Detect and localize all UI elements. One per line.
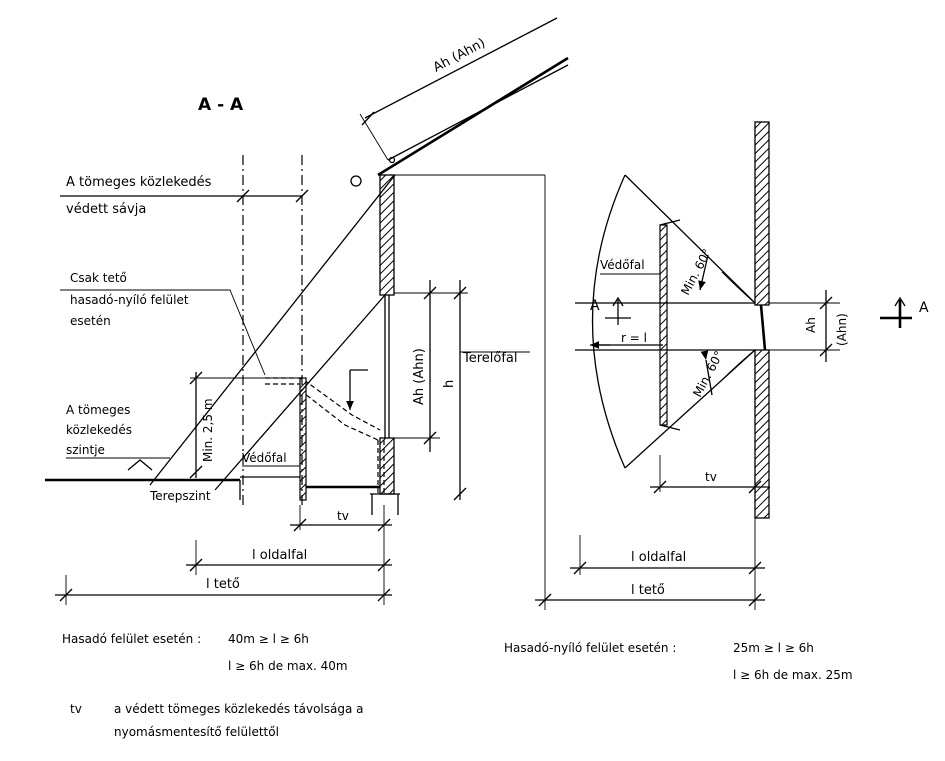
plan-protective-wall	[659, 224, 668, 426]
l-side-label: l oldalfal	[252, 548, 307, 563]
min-height-label: Min. 2,5 m	[201, 398, 215, 462]
plan-building-wall-lower	[754, 349, 770, 519]
building-wall-lower	[379, 437, 395, 495]
radius-label: r = l	[621, 331, 647, 345]
plan-area-label: Ah	[804, 317, 818, 333]
section-arrow-right-icon	[894, 296, 906, 307]
tv-symbol: tv	[70, 702, 82, 716]
opening-tick-top	[423, 286, 437, 300]
right-condition: Hasadó-nyíló felület esetén :	[504, 641, 676, 655]
angle-line-top	[624, 174, 756, 304]
section-marker-left: A	[590, 298, 600, 314]
traffic-level-line-3: szintje	[66, 443, 105, 457]
roof-line	[377, 56, 569, 177]
traffic-level-line-1: A tömeges	[66, 403, 130, 417]
angle-arrow-top	[698, 254, 709, 291]
left-rule-2: l ≥ 6h de max. 40m	[228, 659, 348, 673]
notes: Hasadó felület esetén : 40m ≥ l ≥ 6h l ≥…	[62, 632, 853, 739]
plan-tv-tick-left	[653, 480, 667, 494]
roof-hinge-icon	[388, 156, 396, 164]
protective-wall-left	[299, 377, 307, 501]
opening-tick-bottom	[423, 431, 437, 445]
roof-dimension-tick	[361, 111, 375, 126]
tv-tick-left	[293, 518, 307, 532]
plan-view: Védőfal Min. 60° Min. 60° r = l A Ah (Ah…	[535, 121, 929, 610]
left-rule-1: 40m ≥ l ≥ 6h	[228, 632, 309, 646]
lane-tick-right	[295, 189, 309, 203]
tv-label: tv	[337, 509, 349, 523]
protected-lane-line-1: A tömeges közlekedés	[66, 175, 212, 190]
ground-level-label: Terepszint	[149, 489, 211, 503]
building-wall-upper	[379, 174, 395, 296]
plan-l-roof-tick-left	[538, 593, 552, 607]
h-tick-top	[453, 286, 467, 300]
angle-arc-bottom	[721, 349, 756, 381]
plan-area-sub-label: (Ahn)	[835, 313, 849, 346]
protected-lane-line-2: védett sávja	[66, 202, 146, 217]
deflector-wall-outline	[299, 389, 379, 441]
roof-only-leader	[60, 289, 266, 376]
h-label: h	[442, 380, 457, 388]
l-side-tick-left	[189, 558, 203, 572]
right-rule-1: 25m ≥ l ≥ 6h	[733, 641, 814, 655]
deflector-wall-outline-inner	[303, 379, 381, 431]
roof-dimension-extension	[359, 113, 389, 161]
plan-building-wall-upper	[754, 121, 770, 306]
angle-line-bottom	[624, 349, 756, 469]
plan-l-roof-tick-right	[748, 593, 762, 607]
roof-dimension-line	[364, 17, 558, 119]
plan-opening-tick-top	[819, 296, 833, 310]
right-rule-2: l ≥ 6h de max. 25m	[733, 668, 853, 682]
angle-arc-top	[721, 271, 756, 304]
traffic-level-line-2: közlekedés	[66, 423, 132, 437]
l-roof-tick-right	[377, 588, 391, 602]
tv-tick-right	[377, 518, 391, 532]
plan-vent-panel	[759, 304, 767, 351]
lane-tick-left	[236, 189, 250, 203]
roof-only-line-1: Csak tető	[70, 271, 127, 285]
plan-protective-wall-label: Védőfal	[600, 258, 645, 272]
min-angle-top-label: Min. 60°	[678, 247, 714, 298]
plan-l-side-label: l oldalfal	[631, 550, 686, 565]
section-arrow-left-icon	[612, 296, 624, 307]
roof-line-upper	[387, 64, 569, 161]
plan-l-side-tick-right	[748, 561, 762, 575]
plan-l-side-tick-left	[573, 561, 587, 575]
section-marker-right: A	[919, 300, 929, 316]
radius-arc	[591, 174, 626, 469]
h-tick-bottom	[453, 487, 467, 501]
sightline-wall	[214, 294, 386, 491]
min-height-tick-bottom	[189, 465, 203, 479]
roof-only-line-2: hasadó-nyíló felület	[70, 293, 189, 307]
level-marker-icon	[127, 459, 153, 471]
plan-tv-label: tv	[705, 470, 717, 484]
sightline-roof	[149, 174, 396, 486]
deflector-wall-label: Terelőfal	[462, 351, 518, 366]
plan-tv-tick-right	[748, 480, 762, 494]
left-condition: Hasadó felület esetén :	[62, 632, 201, 646]
l-roof-tick-left	[59, 588, 73, 602]
plan-opening-tick-bottom	[819, 343, 833, 357]
section-a-a: A - A Ah (Ahn) Ah (Ahn) h Terelőfal	[45, 17, 569, 605]
protective-wall-label: Védőfal	[242, 451, 287, 465]
section-title: A - A	[198, 95, 244, 115]
angle-arrow-bottom	[700, 350, 713, 396]
plan-protective-wall-top-return	[659, 219, 681, 226]
tv-definition-1: a védett tömeges közlekedés távolsága a	[114, 702, 364, 716]
tv-definition-2: nyomásmentesítő felülettől	[114, 725, 279, 739]
roof-only-line-3: esetén	[70, 314, 111, 328]
gutter-icon	[350, 175, 362, 187]
wall-area-label: Ah (Ahn)	[412, 348, 427, 405]
l-roof-label: l tető	[206, 577, 240, 592]
plan-l-roof-label: l tető	[631, 583, 665, 598]
